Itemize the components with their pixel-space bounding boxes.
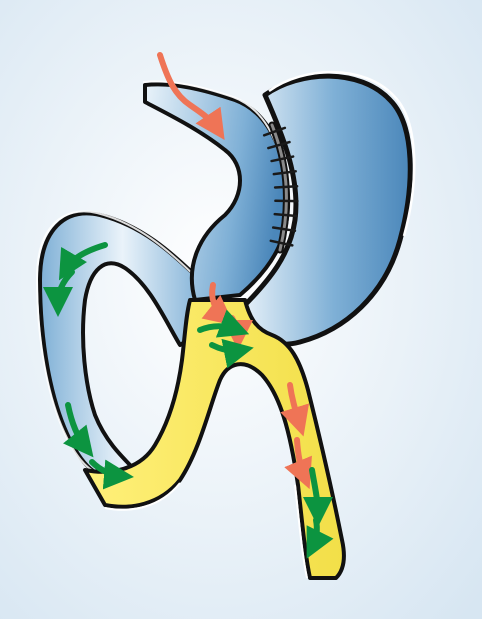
staple bbox=[275, 186, 297, 187]
